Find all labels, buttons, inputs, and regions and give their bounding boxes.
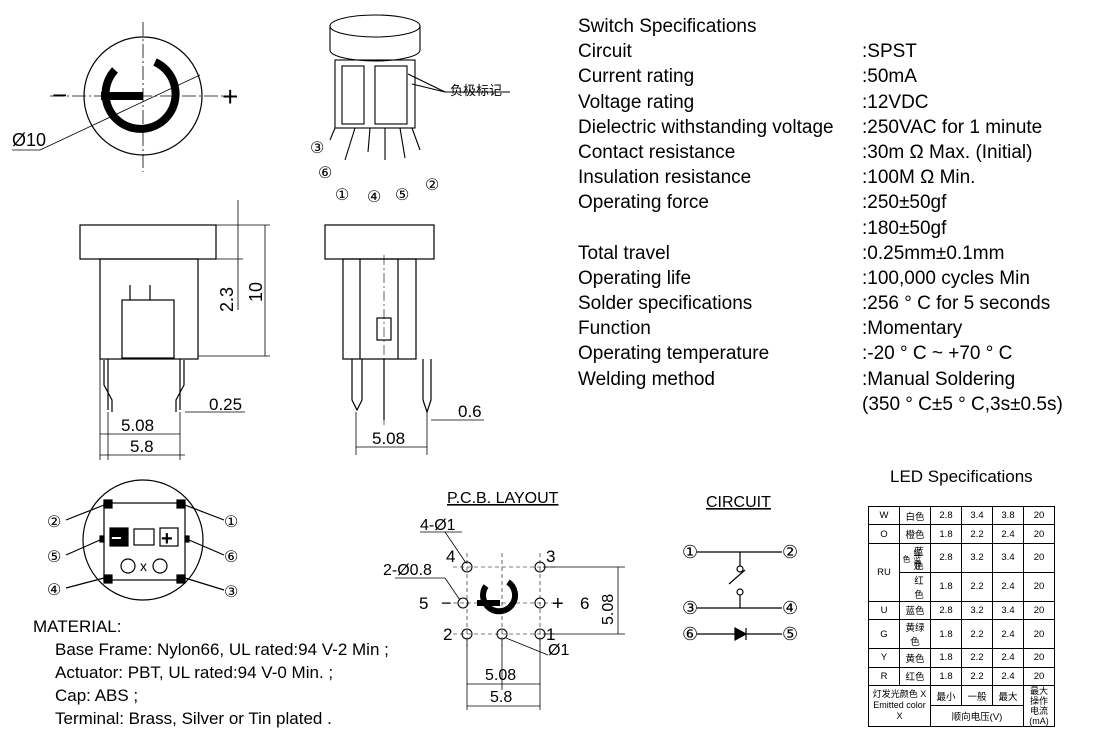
pcb-n5: 5: [419, 594, 428, 613]
circuit-title: CIRCUIT: [706, 494, 771, 511]
dim-side-5-08: 5.08: [121, 416, 154, 435]
bottom-plus: +: [161, 528, 173, 550]
bottom-pin-1: ①: [224, 514, 238, 531]
iso-pin-5: ⑤: [395, 187, 409, 204]
bottom-pin-4: ④: [47, 582, 61, 599]
bottom-pin-2: ②: [47, 514, 61, 531]
pcb-plus: +: [552, 593, 564, 615]
pcb-n6: 6: [580, 594, 589, 613]
material-item: Actuator: PBT, UL rated:94 V-0 Min. ;: [55, 663, 334, 682]
table-row: G 黄绿色 1.8 2.2 2.4 20: [868, 619, 1055, 650]
foot-label-cn: 灯发光颜色 X: [872, 689, 927, 700]
pcb-hole2: 2-Ø0.8: [383, 562, 432, 579]
front-view: [324, 224, 484, 455]
bottom-x: x: [140, 558, 147, 574]
dim-0-6: 0.6: [458, 402, 482, 421]
table-row: R 红色 1.8 2.2 2.4 20: [868, 666, 1055, 686]
pcb-dim-58: 5.8: [490, 689, 512, 706]
pcb-dim-v: 5.08: [600, 594, 617, 625]
led-title: LED Specifications: [890, 467, 1033, 486]
circuit-pin-2: ②: [782, 542, 798, 562]
dim-2-3: 2.3: [217, 287, 237, 312]
top-view: [12, 22, 236, 172]
top-minus: −: [52, 80, 67, 110]
table-row: 红色 1.8 2.2 2.4 20: [869, 571, 1055, 602]
iso-pin-1: ①: [335, 187, 349, 204]
circuit-diagram: [697, 551, 782, 642]
iso-pin-2: ②: [425, 177, 439, 194]
table-row: Y 黄色 1.8 2.2 2.4 20: [868, 648, 1055, 668]
side-view: [79, 200, 270, 460]
material-section: MATERIAL: Base Frame: Nylon66, UL rated:…: [33, 615, 389, 730]
iso-pin-6: ⑥: [318, 165, 332, 182]
pcb-hole1: Ø1: [548, 642, 569, 659]
table-footer-row: 灯发光颜色 X Emitted color X 最小 一般 最大 最大操作电流(…: [868, 684, 1055, 727]
dia-label: Ø10: [12, 130, 46, 150]
table-row: O 橙色 1.8 2.2 2.4 20: [868, 524, 1055, 544]
bottom-view: [65, 479, 225, 601]
pcb-n4: 4: [446, 547, 455, 566]
bottom-pin-5: ⑤: [47, 549, 61, 566]
material-title: MATERIAL:: [33, 617, 122, 636]
max-current-header: 最大操作电流(mA): [1023, 684, 1055, 727]
pcb-n3: 3: [546, 547, 555, 566]
pcb-minus: −: [441, 593, 452, 613]
circuit-pin-6: ⑥: [682, 624, 698, 644]
bottom-pin-3: ③: [224, 584, 238, 601]
dim-10: 10: [246, 282, 266, 302]
pcb-dim-h: 5.08: [485, 667, 516, 684]
pcb-hole4: 4-Ø1: [420, 517, 456, 534]
table-row: W 白色 2.8 3.4 3.8 20: [868, 505, 1055, 526]
dim-side-5-8: 5.8: [130, 437, 154, 456]
foot-label-en: Emitted color X: [873, 700, 926, 722]
iso-pin-4: ④: [367, 189, 381, 206]
circuit-pin-1: ①: [682, 542, 698, 562]
table-footer-row: 顺向电压(V): [869, 705, 1055, 727]
pcb-title: P.C.B. LAYOUT: [447, 490, 559, 507]
material-item: Terminal: Brass, Silver or Tin plated .: [55, 709, 332, 728]
pcb-n2: 2: [443, 625, 452, 644]
bottom-minus: −: [111, 528, 122, 548]
circuit-pin-5: ⑤: [782, 624, 798, 644]
neg-mark-label: 负极标记: [450, 83, 502, 98]
table-row: U 蓝色 2.8 3.2 3.4 20: [868, 600, 1055, 621]
led-spec-table: W 白色 2.8 3.4 3.8 20 O 橙色 1.8 2.2 2.4 20 …: [868, 505, 1055, 727]
dim-0-25: 0.25: [209, 395, 242, 414]
circuit-pin-4: ④: [782, 598, 798, 618]
top-plus: +: [222, 81, 238, 112]
pcb-n1: 1: [546, 625, 555, 644]
material-item: Base Frame: Nylon66, UL rated:94 V-2 Min…: [55, 640, 389, 659]
table-row: RU 红蓝双色 蓝色 2.8 3.2 3.4 20: [868, 542, 1055, 602]
circuit-pin-3: ③: [682, 598, 698, 618]
bottom-pin-6: ⑥: [224, 549, 238, 566]
pcb-layout: [395, 531, 625, 710]
dim-front-5-08: 5.08: [372, 429, 405, 448]
iso-view: [329, 14, 510, 161]
material-item: Cap: ABS ;: [55, 686, 139, 705]
iso-pin-3: ③: [310, 140, 324, 157]
ru-vertical-label: 红蓝双色: [902, 547, 922, 569]
